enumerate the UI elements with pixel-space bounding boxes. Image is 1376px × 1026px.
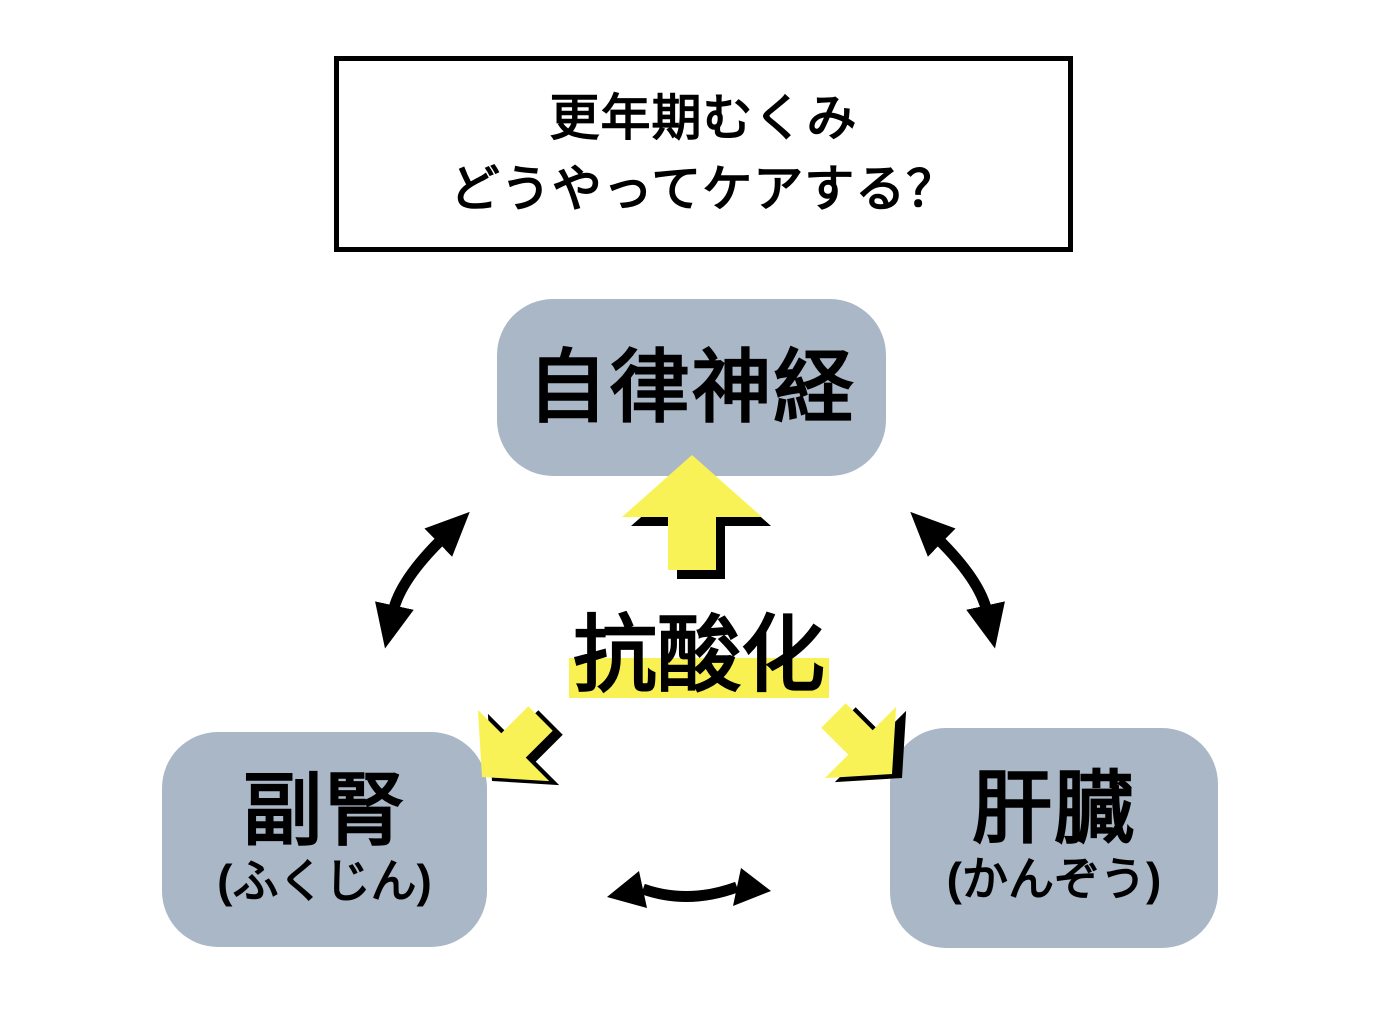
title-line-1: 更年期むくみ (549, 90, 858, 146)
bidirectional-arrow-bottom-shaft (641, 881, 739, 902)
node-adrenal-gland: 副腎 (ふくじん) (162, 732, 487, 947)
node-liver-label: 肝臓 (972, 764, 1136, 854)
bidirectional-arrow-top-right-icon (910, 511, 1005, 649)
node-adrenal-gland-label: 副腎 (242, 765, 407, 855)
bidirectional-arrow-bottom-left-head-icon (607, 871, 647, 908)
node-autonomic-nerves: 自律神経 (497, 299, 886, 476)
up-block-arrow-shadow (631, 464, 771, 579)
bidirectional-arrow-top-left-icon (375, 511, 470, 649)
node-liver: 肝臓 (かんぞう) (890, 728, 1218, 948)
antioxidant-highlighted-text: 抗酸化 (568, 608, 830, 702)
node-autonomic-nerves-label: 自律神経 (527, 342, 856, 432)
node-liver-reading: (かんぞう) (946, 853, 1162, 906)
title-line-2: どうやってケアする？ (449, 161, 958, 217)
title-box: 更年期むくみ どうやってケアする？ (334, 56, 1073, 252)
bidirectional-arrow-bottom-right-head-icon (733, 868, 771, 906)
node-adrenal-gland-reading: (ふくじん) (217, 854, 432, 907)
antioxidant-label: 抗酸化 (539, 608, 859, 702)
